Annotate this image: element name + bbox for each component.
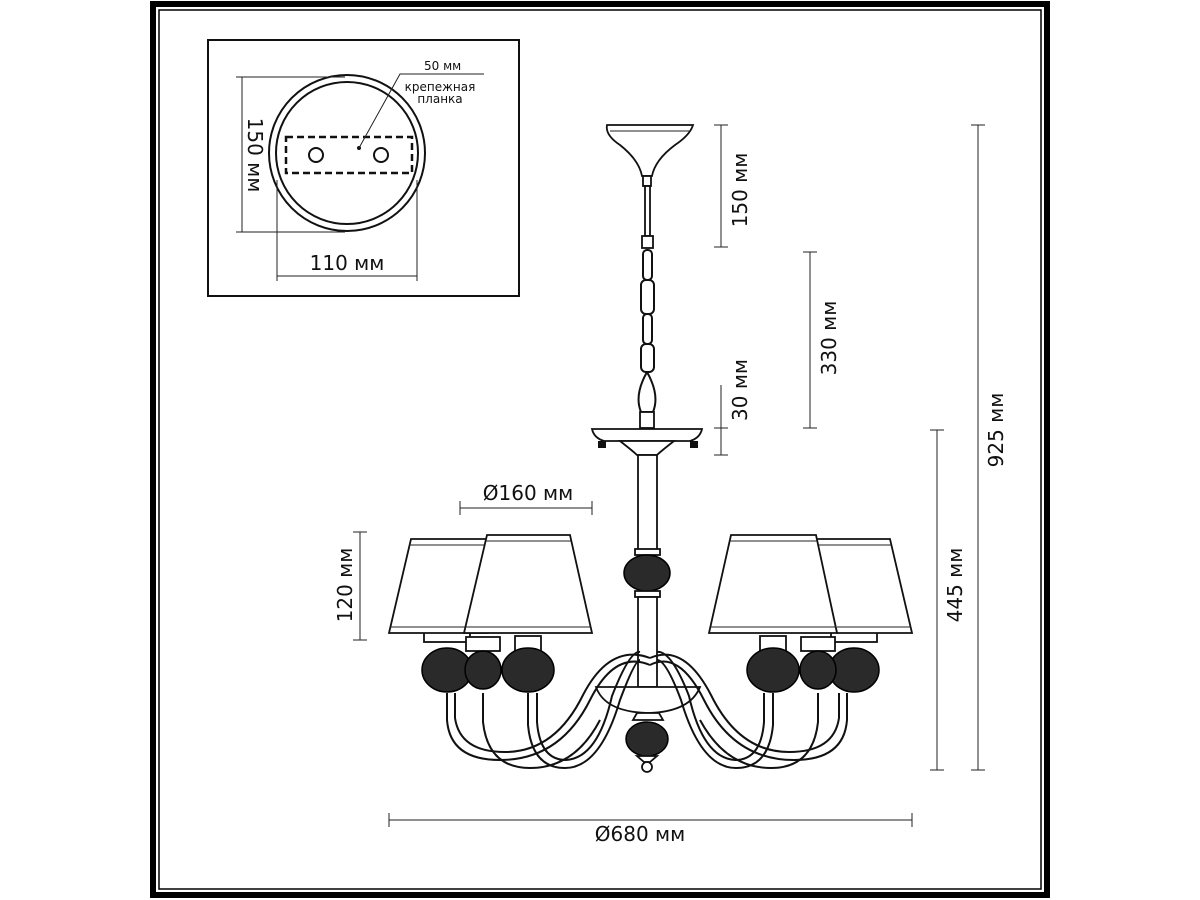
part-label: планка xyxy=(417,92,462,106)
total-height-label: 925 мм xyxy=(984,393,1008,468)
ceiling-cup xyxy=(605,124,695,177)
lamp-right-outer xyxy=(814,538,914,693)
stem xyxy=(637,454,658,551)
screw-hole xyxy=(308,147,324,163)
decor-ball xyxy=(799,650,837,690)
lamp-left-inner xyxy=(462,534,594,693)
chain-length-label: 330 мм xyxy=(817,301,841,376)
lamp-shade xyxy=(707,534,839,634)
decor-ball xyxy=(623,554,671,592)
canopy xyxy=(590,428,704,442)
slot-label: 50 мм xyxy=(424,59,461,73)
mount-plate-inset: 50 мм крепежная планка 150 мм 110 мм xyxy=(207,39,520,297)
shade-diameter-label: Ø160 мм xyxy=(483,481,573,505)
decor-ball xyxy=(464,650,502,690)
total-diameter-label: Ø680 мм xyxy=(595,822,685,846)
lamp-right-middle xyxy=(799,636,837,690)
rod xyxy=(644,185,651,237)
inset-width-label: 110 мм xyxy=(310,251,385,275)
dimension-lines xyxy=(353,124,985,827)
inner-frame xyxy=(158,9,1042,890)
decor-ball xyxy=(746,647,800,693)
canopy-gap-label: 30 мм xyxy=(728,359,752,421)
part-label: крепежная xyxy=(405,80,476,94)
lamp-right-inner xyxy=(707,534,839,693)
screw-hole xyxy=(373,147,389,163)
chandelier xyxy=(387,124,914,773)
ceiling-cup-height-label: 150 мм xyxy=(728,153,752,228)
body-height-label: 445 мм xyxy=(943,548,967,623)
mounting-bar xyxy=(284,135,414,175)
lamp-left-middle xyxy=(464,636,502,690)
finial xyxy=(641,761,653,773)
lamp-shade xyxy=(462,534,594,634)
shade-height-label: 120 мм xyxy=(333,548,357,623)
outer-frame xyxy=(150,1,1050,898)
inset-height-label: 150 мм xyxy=(243,118,267,193)
decor-ball xyxy=(625,721,669,757)
decor-ball xyxy=(501,647,555,693)
